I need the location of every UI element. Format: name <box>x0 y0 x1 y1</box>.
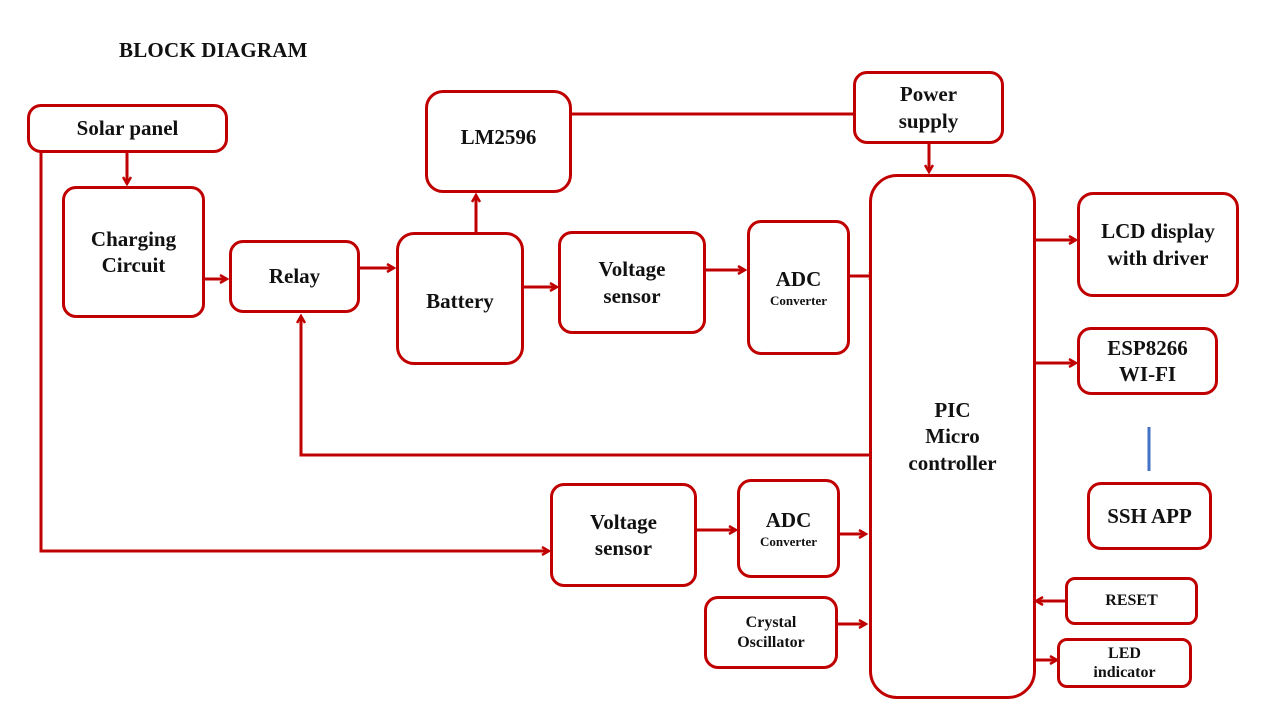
label: Oscillator <box>737 633 805 651</box>
block-ssh-app: SSH APP <box>1087 482 1212 550</box>
label: Charging <box>90 226 177 251</box>
label: Converter <box>759 533 818 549</box>
label: indicator <box>1093 664 1156 681</box>
block-adc-1: ADC Converter <box>747 220 850 355</box>
label: Voltage <box>598 257 666 282</box>
label: Battery <box>426 289 494 314</box>
label: controller <box>908 450 997 475</box>
label: Crystal <box>745 613 797 631</box>
label: LCD display <box>1101 219 1215 244</box>
block-lcd-display: LCD display with driver <box>1077 192 1239 297</box>
label: Micro <box>925 424 980 449</box>
block-lm2596: LM2596 <box>425 90 572 193</box>
label: Circuit <box>101 253 166 277</box>
label: PIC <box>934 398 971 423</box>
label: ADC <box>765 508 812 533</box>
block-adc-2: ADC Converter <box>737 479 840 578</box>
wire-pic-to-relay <box>301 316 869 457</box>
label: supply <box>898 108 959 133</box>
label: sensor <box>594 536 653 560</box>
label: ADC <box>775 267 822 292</box>
label: Converter <box>769 292 828 308</box>
label: Voltage <box>590 509 657 534</box>
block-pic-microcontroller: PIC Micro controller <box>869 174 1036 699</box>
block-esp8266-wifi: ESP8266 WI-FI <box>1077 327 1218 395</box>
label: WI-FI <box>1118 362 1177 386</box>
label: with driver <box>1107 245 1209 270</box>
label: LED <box>1108 644 1141 662</box>
block-voltage-sensor-2: Voltage sensor <box>550 483 697 587</box>
block-relay: Relay <box>229 240 360 313</box>
block-power-supply: Power supply <box>853 71 1004 144</box>
label: RESET <box>1105 592 1158 609</box>
label: LM2596 <box>460 125 537 150</box>
block-crystal-oscillator: Crystal Oscillator <box>704 596 838 669</box>
label: Solar panel <box>76 116 179 141</box>
diagram-title: BLOCK DIAGRAM <box>119 38 308 62</box>
block-battery: Battery <box>396 232 524 365</box>
label: Power <box>899 82 958 107</box>
block-voltage-sensor-1: Voltage sensor <box>558 231 706 334</box>
block-solar-panel: Solar panel <box>27 104 228 153</box>
label: Relay <box>268 264 321 289</box>
label: SSH APP <box>1107 503 1192 528</box>
block-charging-circuit: Charging Circuit <box>62 186 205 318</box>
wire-solar-to-vsensor2 <box>39 152 549 551</box>
block-led-indicator: LED indicator <box>1057 638 1192 688</box>
label: ESP8266 <box>1107 335 1188 360</box>
label: sensor <box>603 283 661 308</box>
block-reset: RESET <box>1065 577 1198 625</box>
